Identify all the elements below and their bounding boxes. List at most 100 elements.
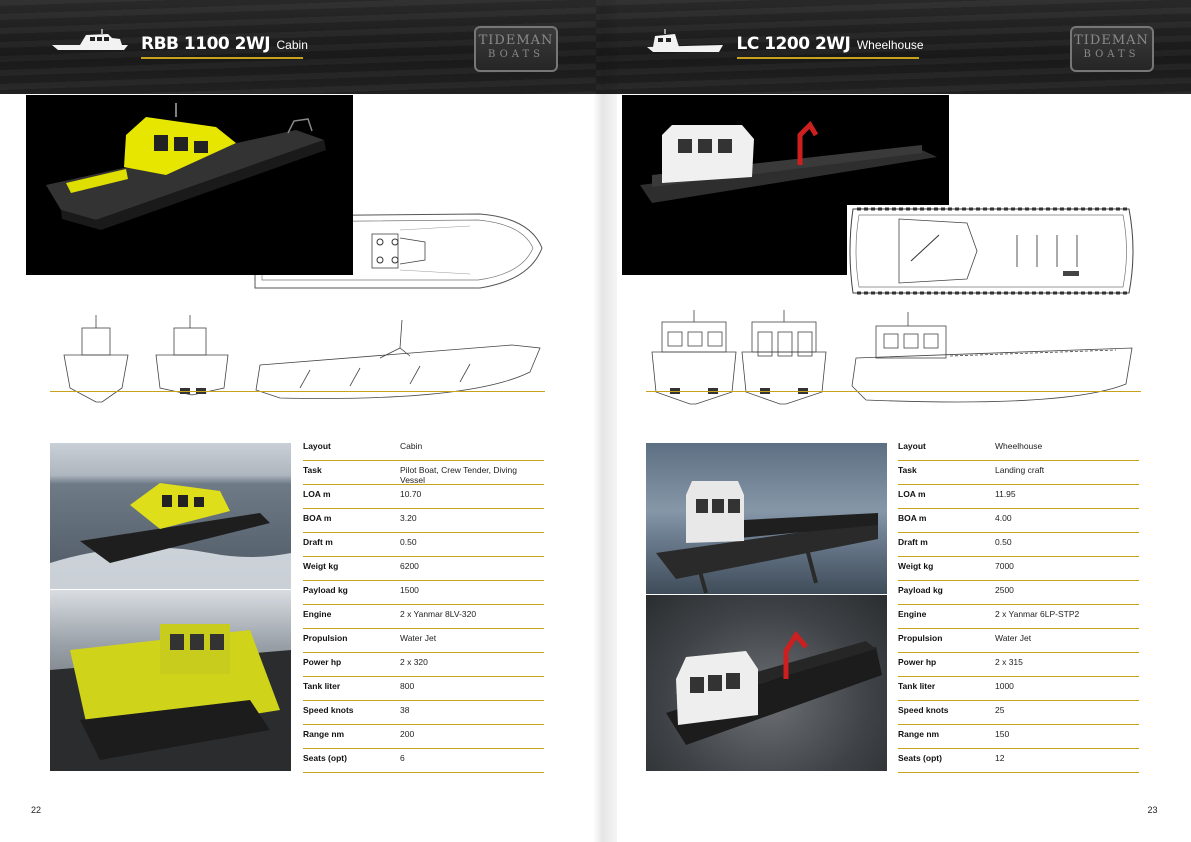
spec-row: Engine 2 x Yanmar 6LP-STP2 — [898, 605, 1139, 629]
spec-row: Weigt kg 6200 — [303, 557, 544, 581]
model-variant: Wheelhouse — [856, 38, 924, 52]
spec-value: 4.00 — [995, 513, 1012, 523]
boat-silhouette-icon — [52, 29, 128, 50]
spec-label: Tank liter — [898, 681, 936, 691]
spec-value: 1000 — [995, 681, 1014, 691]
left-page: RBB 1100 2WJ Cabin TIDEMAN BOATS — [0, 0, 596, 815]
spec-value: 2 x Yanmar 8LV-320 — [400, 609, 477, 619]
page-number: 22 — [31, 805, 42, 815]
spec-value: 3.20 — [400, 513, 417, 523]
spec-row: Draft m 0.50 — [303, 533, 544, 557]
spec-value: 200 — [400, 729, 415, 739]
spec-row: Draft m 0.50 — [898, 533, 1139, 557]
spec-value: 25 — [995, 705, 1005, 715]
title-underline — [141, 57, 303, 59]
spec-row: Task Pilot Boat, Crew Tender, Diving Vess… — [303, 461, 544, 485]
spec-label: Speed knots — [898, 705, 949, 715]
spec-label: Payload kg — [898, 585, 943, 595]
book-spine-shadow — [593, 0, 617, 842]
model-name: LC 1200 2WJ — [736, 34, 851, 54]
spec-row: Speed knots 25 — [898, 701, 1139, 725]
spec-label: LOA m — [303, 489, 331, 499]
spec-value: 0.50 — [995, 537, 1012, 547]
spec-label: Task — [303, 465, 322, 475]
page-header: LC 1200 2WJ Wheelhouse TIDEMAN BOATS — [595, 0, 1191, 94]
boat-render-studio — [645, 595, 887, 771]
model-name: RBB 1100 2WJ — [141, 34, 271, 54]
spec-value: Water Jet — [995, 633, 1032, 643]
page-header: RBB 1100 2WJ Cabin TIDEMAN BOATS — [0, 0, 596, 94]
spec-label: Range nm — [898, 729, 940, 739]
spec-label: Range nm — [303, 729, 345, 739]
spec-row: Tank liter 800 — [303, 677, 544, 701]
spec-label: Power hp — [898, 657, 937, 667]
spec-value: 150 — [995, 729, 1010, 739]
spec-row: Propulsion Water Jet — [898, 629, 1139, 653]
spec-row: Seats (opt) 6 — [303, 749, 544, 773]
brand-logo: TIDEMAN BOATS — [1069, 26, 1154, 72]
spec-row: Payload kg 2500 — [898, 581, 1139, 605]
spec-row: Range nm 200 — [303, 725, 544, 749]
spec-value: 2 x 320 — [400, 657, 428, 667]
spec-label: Engine — [303, 609, 332, 619]
spec-label: Propulsion — [303, 633, 348, 643]
spec-row: LOA m 10.70 — [303, 485, 544, 509]
deck-plan-drawing — [254, 213, 543, 289]
spec-value: 10.70 — [400, 489, 422, 499]
spec-value: Pilot Boat, Crew Tender, Diving Vessel — [400, 465, 518, 485]
right-page: LC 1200 2WJ Wheelhouse TIDEMAN BOATS — [595, 0, 1191, 842]
spec-value: 11.95 — [995, 489, 1016, 499]
spec-label: LOA m — [898, 489, 926, 499]
spec-label: BOA m — [898, 513, 927, 523]
waterline — [50, 391, 545, 392]
spec-value: Water Jet — [400, 633, 437, 643]
boat-photo-yard — [50, 590, 291, 771]
spec-row: BOA m 3.20 — [303, 509, 544, 533]
spec-label: Draft m — [898, 537, 928, 547]
spec-label: Propulsion — [898, 633, 943, 643]
spec-label: Seats (opt) — [898, 753, 942, 763]
spec-value: 6 — [400, 753, 405, 763]
spec-label: Draft m — [303, 537, 333, 547]
spec-row: Propulsion Water Jet — [303, 629, 544, 653]
spec-label: Weigt kg — [303, 561, 339, 571]
boat-silhouette-icon — [646, 29, 723, 52]
spec-label: Payload kg — [303, 585, 348, 595]
page-title: LC 1200 2WJ Wheelhouse — [737, 34, 924, 54]
page-number: 23 — [1147, 805, 1158, 815]
deck-plan-drawing — [846, 205, 1139, 297]
spec-label: Weigt kg — [898, 561, 934, 571]
boat-photo-water — [50, 443, 291, 589]
spec-row: Power hp 2 x 315 — [898, 653, 1139, 677]
spec-value: 2 x Yanmar 6LP-STP2 — [995, 609, 1080, 619]
spec-row: Weigt kg 7000 — [898, 557, 1139, 581]
spec-row: LOA m 11.95 — [898, 485, 1139, 509]
spec-label: Task — [898, 465, 917, 475]
spec-value: 2 x 315 — [995, 657, 1023, 667]
spec-row: Engine 2 x Yanmar 8LV-320 — [303, 605, 544, 629]
spec-value: 2500 — [995, 585, 1014, 595]
model-variant: Cabin — [276, 38, 308, 52]
spec-row: Tank liter 1000 — [898, 677, 1139, 701]
boat-render-image — [26, 95, 353, 275]
spec-value: 12 — [995, 753, 1005, 763]
boat-render-water — [645, 443, 887, 594]
page-title: RBB 1100 2WJ Cabin — [141, 34, 308, 54]
spec-value: 6200 — [400, 561, 419, 571]
spec-value: 800 — [400, 681, 415, 691]
spec-value: 0.50 — [400, 537, 417, 547]
spec-label: BOA m — [303, 513, 332, 523]
spec-label: Tank liter — [303, 681, 341, 691]
spec-label: Engine — [898, 609, 927, 619]
spec-label: Speed knots — [303, 705, 354, 715]
spec-value: 1500 — [400, 585, 419, 595]
spec-row: Seats (opt) 12 — [898, 749, 1139, 773]
spec-value: Cabin — [400, 441, 423, 451]
brand-logo: TIDEMAN BOATS — [474, 26, 558, 72]
spec-label: Seats (opt) — [303, 753, 347, 763]
spec-value: 7000 — [995, 561, 1014, 571]
